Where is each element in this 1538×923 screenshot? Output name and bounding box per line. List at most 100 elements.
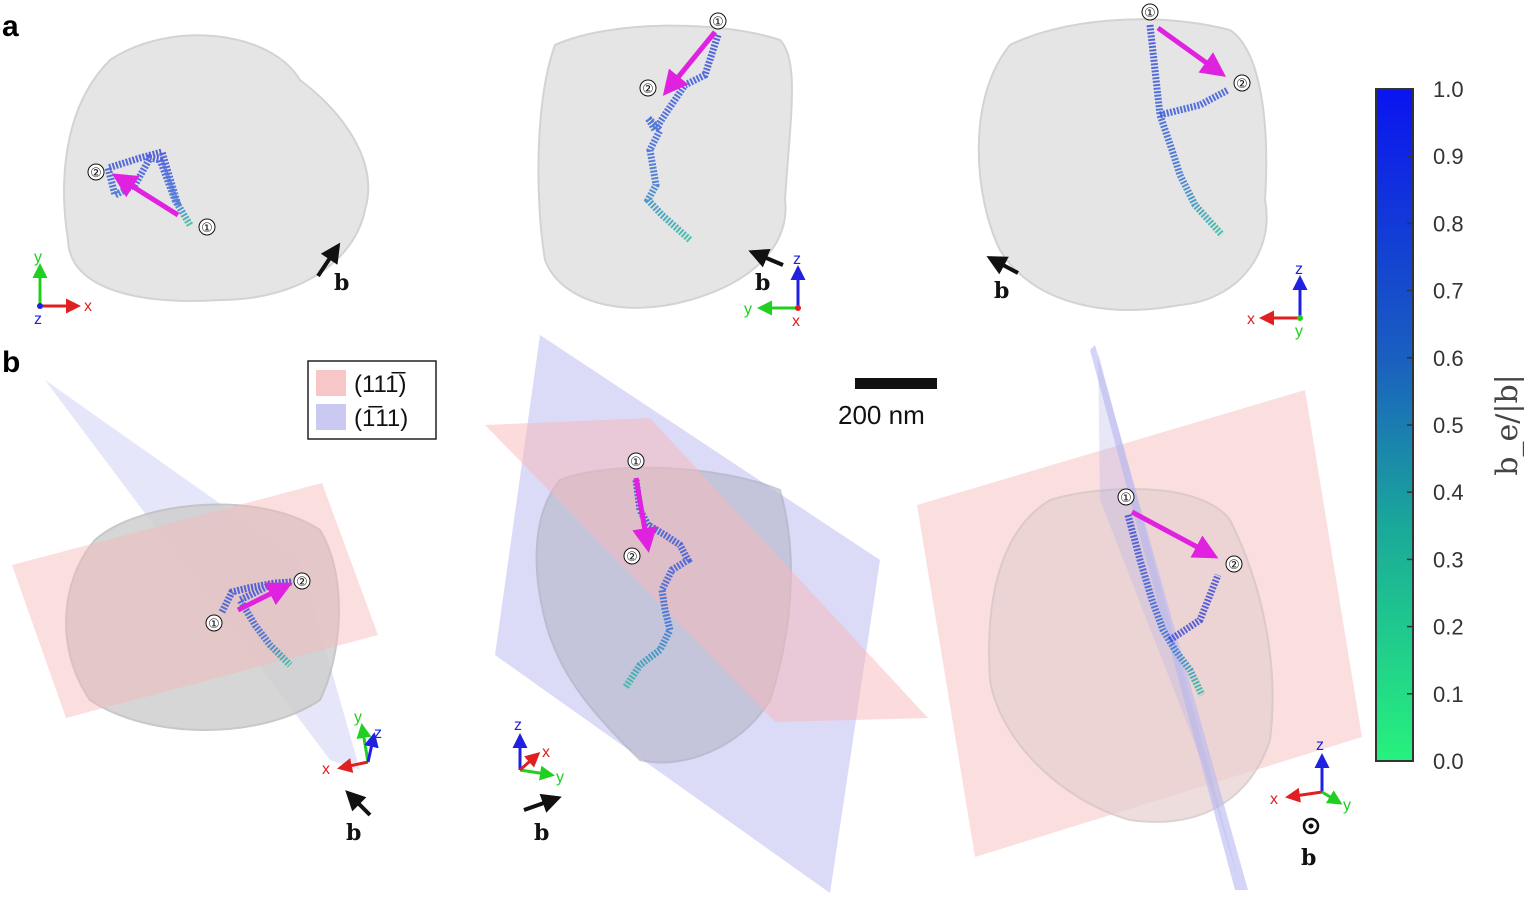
dislocation-line-b3 <box>1124 514 1206 697</box>
svg-text:②: ② <box>1228 558 1240 573</box>
colorbar: 1.0 0.9 0.8 0.7 0.6 0.5 0.4 0.3 0.2 0.1 0.0 b_e/|b… <box>1375 77 1525 774</box>
axes-triad-a3: x z y <box>1247 261 1308 340</box>
marker-1-a1: ① <box>198 218 216 236</box>
svg-text:y: y <box>34 249 42 266</box>
svg-text:x: x <box>1247 311 1255 328</box>
svg-text:y: y <box>744 301 752 318</box>
colorbar-tick-label: 0.1 <box>1433 682 1464 707</box>
svg-text:z: z <box>793 251 801 268</box>
colorbar-tick-label: 0.9 <box>1433 144 1464 169</box>
burgers-arrow-a1 <box>111 173 180 218</box>
svg-text:x: x <box>84 298 92 315</box>
axes-triad-b3: z x y <box>1270 737 1351 814</box>
legend-swatch-red <box>316 370 346 396</box>
svg-text:z: z <box>514 717 522 734</box>
svg-text:①: ① <box>712 15 724 30</box>
burgers-arrow-a2 <box>662 30 717 96</box>
marker-2-a3: ② <box>1233 74 1251 92</box>
colorbar-tick-label: 0.2 <box>1433 615 1464 640</box>
svg-text:①: ① <box>208 617 220 632</box>
b-direction-arrow-b1 <box>345 790 372 817</box>
svg-text:②: ② <box>296 575 308 590</box>
svg-text:②: ② <box>90 166 102 181</box>
particle-b2: ① ② b z y x <box>485 335 928 893</box>
panel-label-b: b <box>2 346 20 379</box>
particle-b1: ① ② b x y z <box>12 380 382 846</box>
svg-text:①: ① <box>1120 491 1132 506</box>
legend: (111̅) (1̅11) <box>307 360 437 440</box>
svg-text:z: z <box>1316 737 1324 754</box>
particle-a2: ① ② b y z x <box>537 12 806 330</box>
svg-text:y: y <box>1343 797 1351 814</box>
scale-bar: 200 nm <box>838 378 937 430</box>
colorbar-tick-label: 0.4 <box>1433 480 1464 505</box>
burgers-arrow-a3 <box>1156 25 1227 77</box>
colorbar-tick-label: 0.6 <box>1433 346 1464 371</box>
svg-text:y: y <box>354 709 362 726</box>
marker-2-b2: ② <box>623 547 641 565</box>
svg-text:x: x <box>542 744 550 761</box>
particle-a3: ① ② b x z y <box>977 3 1308 340</box>
dislocation-line-b2 <box>622 479 693 690</box>
axes-triad-b2: z y x <box>512 717 564 786</box>
colorbar-tick-label: 0.0 <box>1433 749 1464 774</box>
dislocation-line-a2 <box>643 33 722 243</box>
b-vector-label-a2: b <box>755 270 770 296</box>
b-vector-label-a1: b <box>334 270 349 296</box>
marker-1-a3: ① <box>1141 3 1159 21</box>
b-direction-arrow-a1 <box>316 242 341 278</box>
particle-a1: ① ② b x y z <box>32 34 370 328</box>
burgers-arrow-b2 <box>632 477 657 553</box>
marker-2-b3: ② <box>1225 555 1243 573</box>
legend-label-blue: (1̅11) <box>354 405 408 432</box>
colorbar-ticks: 1.0 0.9 0.8 0.7 0.6 0.5 0.4 0.3 0.2 0.1 0.0 <box>1407 77 1464 774</box>
b-vector-label-b2: b <box>534 820 549 846</box>
legend-swatch-blue <box>316 404 346 430</box>
svg-text:x: x <box>792 313 800 330</box>
panel-label-a: a <box>2 10 19 43</box>
b-out-of-plane-symbol-b3 <box>1302 817 1320 835</box>
b-direction-arrow-a2 <box>748 248 784 268</box>
dislocation-line-a3 <box>1146 24 1225 238</box>
marker-2-b1: ② <box>293 572 311 590</box>
svg-text:②: ② <box>642 82 654 97</box>
burgers-arrow-b1 <box>236 582 293 613</box>
b-direction-arrow-a3 <box>986 256 1019 275</box>
colorbar-tick-label: 0.3 <box>1433 547 1464 572</box>
marker-2-a2: ② <box>639 79 657 97</box>
colorbar-tick-label: 0.7 <box>1433 279 1464 304</box>
svg-text:②: ② <box>1236 77 1248 92</box>
svg-text:z: z <box>34 311 42 328</box>
b-vector-label-a3: b <box>994 278 1009 304</box>
colorbar-label: b_e/|b| <box>1490 374 1525 475</box>
b-vector-label-b1: b <box>346 820 361 846</box>
marker-1-a2: ① <box>709 12 727 30</box>
marker-1-b2: ① <box>627 452 645 470</box>
svg-text:z: z <box>1295 261 1303 278</box>
axes-triad-a1: x y z <box>32 249 92 328</box>
marker-1-b1: ① <box>205 614 223 632</box>
colorbar-tick-label: 0.8 <box>1433 211 1464 236</box>
colorbar-tick-label: 0.5 <box>1433 413 1464 438</box>
scale-bar-label: 200 nm <box>838 400 925 430</box>
axes-triad-b1: x y z <box>322 709 382 778</box>
burgers-arrow-b3 <box>1130 509 1219 559</box>
svg-text:z: z <box>374 725 382 742</box>
b-vector-label-b3: b <box>1301 845 1316 871</box>
svg-text:y: y <box>556 769 564 786</box>
svg-text:x: x <box>322 761 330 778</box>
b-direction-arrow-b2 <box>523 793 562 813</box>
marker-1-b3: ① <box>1117 488 1135 506</box>
svg-text:y: y <box>1295 323 1303 340</box>
svg-text:①: ① <box>1144 6 1156 21</box>
axes-triad-a2: y z x <box>744 251 806 330</box>
legend-label-red: (111̅) <box>354 371 406 398</box>
svg-text:②: ② <box>626 550 638 565</box>
svg-text:①: ① <box>201 221 213 236</box>
svg-text:①: ① <box>630 455 642 470</box>
marker-2-a1: ② <box>87 163 105 181</box>
colorbar-tick-label: 1.0 <box>1433 77 1464 102</box>
particle-b3: ① ② b z x y <box>917 345 1362 890</box>
svg-text:x: x <box>1270 791 1278 808</box>
